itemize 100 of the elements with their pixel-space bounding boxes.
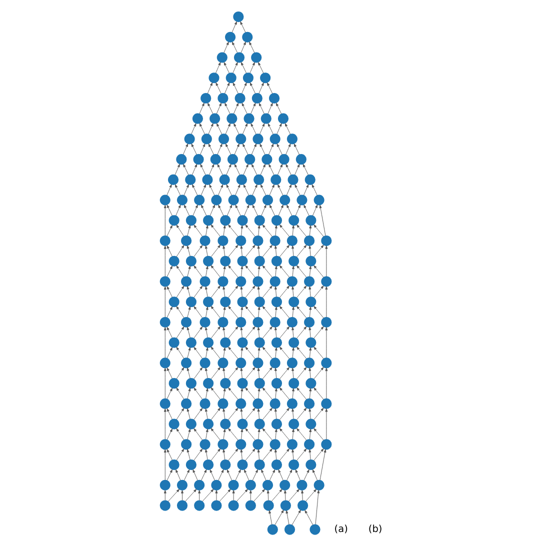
arrow bbox=[176, 286, 184, 298]
arrow bbox=[206, 347, 208, 358]
arrow bbox=[210, 224, 220, 237]
arrow bbox=[222, 449, 226, 460]
arrow bbox=[279, 286, 290, 298]
arrow bbox=[312, 184, 318, 196]
arrow bbox=[245, 306, 256, 318]
arrow bbox=[223, 225, 226, 236]
node-circle bbox=[321, 358, 332, 368]
arrow bbox=[296, 428, 307, 441]
arrow bbox=[183, 164, 189, 176]
node-circle bbox=[286, 316, 298, 328]
node-circle bbox=[254, 215, 265, 226]
arrow bbox=[176, 367, 184, 380]
node-circle bbox=[306, 337, 316, 348]
arrow bbox=[242, 144, 248, 155]
arrow bbox=[194, 428, 203, 440]
arrow bbox=[240, 388, 244, 399]
node-circle bbox=[304, 439, 315, 450]
arrow bbox=[244, 367, 256, 380]
arrow bbox=[166, 266, 172, 277]
arrow bbox=[268, 510, 272, 525]
node-circle bbox=[200, 236, 210, 246]
arrow bbox=[166, 184, 172, 196]
arrow bbox=[166, 224, 172, 236]
arrow bbox=[258, 82, 264, 94]
arrow bbox=[187, 388, 191, 400]
node-circle bbox=[262, 154, 272, 165]
arrow bbox=[314, 387, 324, 400]
node-circle bbox=[288, 256, 300, 266]
node-circle bbox=[168, 378, 180, 389]
node-circle bbox=[298, 500, 308, 511]
arrow bbox=[200, 184, 206, 196]
arrow bbox=[262, 306, 273, 318]
arrow bbox=[274, 408, 277, 420]
node-circle bbox=[168, 296, 180, 308]
node-circle bbox=[160, 480, 170, 490]
arrow bbox=[184, 204, 190, 216]
node-circle bbox=[245, 480, 256, 490]
node-circle bbox=[210, 154, 221, 165]
arrow bbox=[240, 347, 244, 358]
arrow bbox=[206, 306, 208, 318]
arrow bbox=[292, 266, 294, 277]
arrow bbox=[269, 204, 276, 216]
node-circle bbox=[168, 337, 180, 348]
arrow bbox=[242, 102, 248, 114]
node-circle bbox=[271, 378, 282, 389]
node-circle bbox=[304, 236, 315, 246]
node-circle bbox=[271, 418, 282, 430]
arrow bbox=[164, 368, 166, 399]
node-circle bbox=[306, 460, 316, 470]
arrow bbox=[222, 368, 226, 378]
node-circle bbox=[270, 174, 282, 185]
arrow bbox=[240, 266, 244, 277]
arrow bbox=[257, 449, 260, 460]
arrow bbox=[194, 448, 203, 461]
arrow bbox=[279, 448, 290, 461]
node-circle bbox=[203, 418, 214, 430]
node-circle bbox=[228, 480, 239, 490]
arrow bbox=[303, 184, 309, 196]
arrow bbox=[286, 184, 292, 196]
arrow bbox=[164, 408, 166, 440]
arrow bbox=[262, 286, 272, 298]
node-circle bbox=[201, 134, 212, 144]
arrow bbox=[292, 245, 294, 256]
node-circle bbox=[306, 296, 316, 308]
arrow bbox=[292, 306, 294, 318]
node-circle bbox=[270, 276, 280, 287]
node-circle bbox=[288, 337, 300, 348]
arrow bbox=[250, 82, 256, 94]
arrow bbox=[228, 448, 238, 461]
node-circle bbox=[270, 358, 280, 368]
arrow bbox=[250, 62, 255, 74]
node-circle bbox=[160, 316, 170, 328]
arrow bbox=[210, 469, 215, 481]
arrow bbox=[226, 469, 232, 481]
arrow bbox=[296, 346, 307, 360]
arrow bbox=[166, 306, 172, 318]
node-circle bbox=[228, 194, 239, 206]
arrow bbox=[191, 144, 197, 155]
node-circle bbox=[181, 316, 192, 328]
arrow bbox=[279, 408, 290, 420]
arrow bbox=[198, 490, 201, 501]
arrow bbox=[240, 428, 244, 440]
arrow bbox=[210, 387, 220, 400]
arrow bbox=[292, 388, 294, 399]
node-circle bbox=[234, 92, 246, 104]
arrow bbox=[262, 408, 272, 420]
arrow bbox=[296, 265, 307, 278]
arrow bbox=[166, 326, 172, 338]
arrow bbox=[226, 184, 232, 196]
node-circle bbox=[314, 480, 324, 490]
arrow bbox=[200, 144, 206, 155]
node-circle bbox=[218, 92, 228, 104]
arrow bbox=[249, 490, 252, 501]
node-circle bbox=[236, 439, 246, 450]
arrow bbox=[174, 164, 180, 176]
node-circle bbox=[254, 460, 265, 470]
node-circle bbox=[288, 418, 300, 430]
arrow bbox=[166, 388, 172, 400]
